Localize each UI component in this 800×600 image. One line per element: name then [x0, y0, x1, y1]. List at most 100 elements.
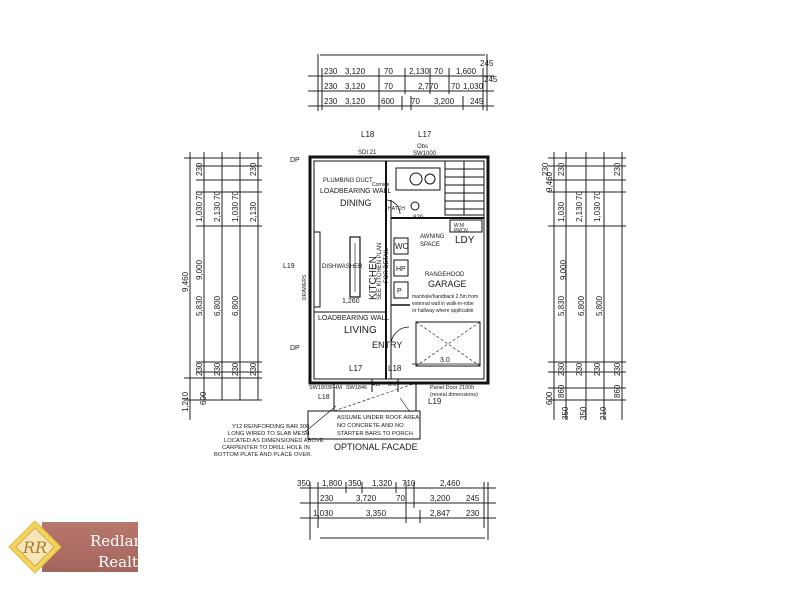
label-entry: ENTRY — [372, 340, 402, 350]
label-l19-left: L19 — [283, 263, 295, 270]
left-vertical-dim: 6,800 — [231, 295, 240, 316]
right-vertical-dim: 860 — [613, 384, 622, 398]
top-dim-r2-1: 3,120 — [345, 82, 366, 91]
note-left-0: Y12 REINFORDING BAR 300 — [232, 424, 309, 430]
top-dim-r1-3: 2,130 — [409, 67, 430, 76]
diamond-emblem-icon: RR — [8, 520, 62, 574]
right-vertical-dim: 9,460 — [545, 171, 554, 192]
top-dim-r2-4: 70 — [451, 82, 460, 91]
label-drawers: DRAWERS — [302, 274, 308, 300]
label-sw: SW1000 — [413, 151, 437, 157]
bot-dim-r3-0: 1,030 — [313, 509, 334, 518]
label-l18-bottom: L18 — [388, 364, 402, 373]
label-garage: GARAGE — [428, 279, 467, 289]
label-dp-bottom: DP — [290, 345, 300, 352]
bot-dim-r2-3: 3,200 — [430, 494, 451, 503]
right-vertical-dim: 230 — [575, 362, 584, 376]
note-left-4: BOTTOM PLATE AND PLACE OVER. — [214, 452, 312, 458]
label-hatch: HATCH — [388, 206, 405, 212]
left-vertical-dim: 600 — [199, 391, 208, 405]
left-vertical-dim: 5,830 — [195, 295, 204, 316]
left-vertical-dim: 9,000 — [195, 259, 204, 280]
logo-monogram: RR — [22, 538, 47, 557]
left-vertical-dim: 2,130 — [249, 201, 258, 222]
label-prov: PROV — [454, 228, 469, 234]
right-vertical-dim: 230 — [613, 162, 622, 176]
label-l19-bottom: L19 — [428, 397, 442, 406]
label-kitchen-note2: FOR DETAIL — [384, 247, 390, 283]
note-right-1: NO CONCRETE AND NO — [337, 423, 404, 429]
right-vertical-dim: 230 — [557, 362, 566, 376]
top-dim-r2-0: 230 — [324, 82, 338, 91]
left-vertical-dim: 230 — [249, 362, 258, 376]
label-garage-note2: external wall in walk-in-robe — [412, 301, 474, 307]
top-dim-r3-2: 600 — [381, 97, 395, 106]
label-l18-top: L18 — [361, 130, 375, 139]
redlands-realty-logo: Redlands Realty RR — [6, 518, 160, 578]
left-vertical-dim: 230 — [213, 362, 222, 376]
label-awning: AWNING — [420, 234, 445, 240]
top-dim-r1-0: 230 — [324, 67, 338, 76]
left-vertical-dim: 230 — [195, 362, 204, 376]
label-rangehood: RANGEHOOD — [425, 272, 465, 278]
label-hp: HP — [396, 266, 406, 273]
top-dim-r3-3: 70 — [411, 97, 420, 106]
label-l17-top: L17 — [418, 130, 432, 139]
label-space: SPACE — [420, 242, 440, 248]
top-dim-r1-2: 70 — [384, 67, 393, 76]
top-dim-r2-2: 70 — [384, 82, 393, 91]
left-vertical-dim: 1,210 — [181, 391, 190, 412]
bot-dim-r2-2: 70 — [396, 494, 405, 503]
logo-line2: Realty — [98, 553, 147, 571]
bot-dim-r2-1: 3,720 — [356, 494, 377, 503]
left-vertical-dim: 1,030 — [195, 201, 204, 222]
left-vertical-dim: 70 — [195, 191, 204, 200]
logo-line1: Redlands — [90, 532, 161, 550]
top-dim-r2-6: 245 — [484, 75, 498, 84]
note-right-0: ASSUME UNDER ROOF AREA — [337, 415, 419, 421]
right-vertical-dim: 1,030 — [593, 201, 602, 222]
bot-dim-r3-3: 230 — [466, 509, 480, 518]
top-dim-r1-6: 245 — [480, 59, 494, 68]
label-l10: L18 — [318, 394, 330, 401]
bot-dim-r2-0: 230 — [320, 494, 334, 503]
note-right-2: STARTER BARS TO PORCH — [337, 431, 413, 437]
right-vertical-dim: 230 — [593, 362, 602, 376]
right-vertical-dim: 2,130 — [575, 201, 584, 222]
top-dim-r1-4: 70 — [434, 67, 443, 76]
label-obs: Obs — [417, 144, 428, 150]
right-vertical-dim: 860 — [557, 384, 566, 398]
label-p: P — [397, 288, 402, 295]
label-plumbing: PLUMBING DUCT — [323, 178, 373, 184]
right-vertical-dim: 350 — [579, 406, 588, 420]
label-three: 3.0 — [440, 357, 450, 364]
left-vertical-dim: 9,460 — [181, 271, 190, 292]
top-dim-r3-5: 245 — [470, 97, 484, 106]
left-vertical-dim: 230 — [195, 162, 204, 176]
label-garage-note1: manhole/handback 2.5m from — [412, 294, 478, 300]
left-vertical-dim: 230 — [231, 362, 240, 376]
note-left-3: CARPENTER TO DRILL HOLE IN — [222, 445, 310, 451]
top-dim-r2-3: 2,770 — [418, 82, 439, 91]
label-panel1: Panel Door 2100h — [430, 385, 474, 391]
right-vertical-dim: 5,800 — [595, 295, 604, 316]
right-vertical-dim: 70 — [575, 191, 584, 200]
label-panel2: (reveal dimensions) — [430, 392, 478, 398]
label-l17-bottom: L17 — [349, 364, 363, 373]
bot-dim-r3-2: 2,847 — [430, 509, 451, 518]
label-dining: DINING — [340, 198, 372, 208]
right-vertical-dim: 350 — [561, 406, 570, 420]
top-dim-r1-1: 3,120 — [345, 67, 366, 76]
label-dishwasher: DISHWASHER — [322, 264, 363, 270]
bot-dim-r1-3: 1,320 — [372, 479, 393, 488]
right-vertical-dim: 230 — [557, 162, 566, 176]
label-sdi: SDI 21 — [358, 150, 377, 156]
right-vertical-dim: 230 — [541, 162, 550, 176]
note-left-2: LOCATED AS DIMENSIONED ABOVE — [224, 438, 324, 444]
left-vertical-dim: 230 — [249, 162, 258, 176]
left-vertical-dim: 6,800 — [213, 295, 222, 316]
bot-dim-r2-4: 245 — [466, 494, 480, 503]
bot-dim-r3-1: 3,350 — [366, 509, 387, 518]
label-820: 820 — [413, 215, 424, 221]
